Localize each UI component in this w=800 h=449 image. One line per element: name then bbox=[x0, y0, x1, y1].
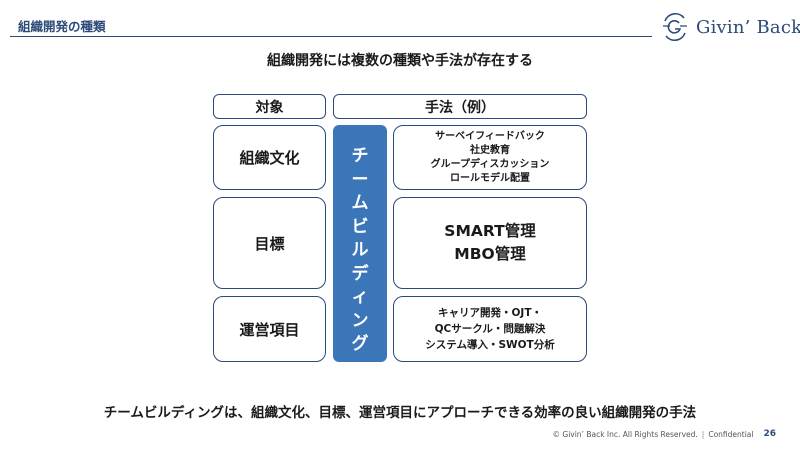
method-item: サーベイフィードバック bbox=[435, 130, 545, 142]
method-item: MBO管理 bbox=[454, 245, 526, 263]
methods-cell-operations: キャリア開発・OJT・ QCサークル・問題解決 システム導入・SWOT分析 bbox=[393, 296, 587, 362]
team-building-char: ビ bbox=[351, 216, 369, 237]
brand-mark-icon bbox=[663, 12, 687, 42]
methods-cell-goals: SMART管理 MBO管理 bbox=[393, 197, 587, 289]
brand-name: Givin’ Back bbox=[696, 16, 800, 38]
team-building-char: ム bbox=[351, 193, 369, 213]
target-cell-goals: 目標 bbox=[213, 197, 326, 289]
footer-separator: | bbox=[701, 429, 705, 439]
brand-logo: Givin’ Back bbox=[660, 12, 800, 42]
method-item: キャリア開発・OJT・ bbox=[438, 307, 542, 319]
copyright-text: © Givin’ Back Inc. All Rights Reserved. bbox=[552, 429, 698, 439]
method-item: QCサークル・問題解決 bbox=[434, 323, 546, 335]
method-item: ロールモデル配置 bbox=[450, 172, 530, 184]
header-target: 対象 bbox=[213, 94, 326, 119]
team-building-char: デ bbox=[351, 263, 369, 284]
footer: © Givin’ Back Inc. All Rights Reserved. … bbox=[553, 429, 777, 439]
page-number: 26 bbox=[763, 429, 776, 439]
methods-cell-organizational-culture: サーベイフィードバック 社史教育 グループディスカッション ロールモデル配置 bbox=[393, 125, 587, 190]
target-cell-organizational-culture: 組織文化 bbox=[213, 125, 326, 190]
method-item: システム導入・SWOT分析 bbox=[425, 339, 555, 351]
team-building-char: ン bbox=[351, 310, 369, 331]
slide-subtitle: 組織開発には複数の種類や手法が存在する bbox=[267, 53, 533, 69]
team-building-char: グ bbox=[351, 334, 369, 354]
team-building-char: ー bbox=[351, 169, 369, 190]
team-building-bar: チ ー ム ビ ル デ ィ ン グ bbox=[333, 125, 387, 362]
target-cell-operations: 運営項目 bbox=[213, 296, 326, 362]
header-method: 手法（例） bbox=[333, 94, 587, 119]
method-item: 社史教育 bbox=[470, 144, 510, 156]
method-item: SMART管理 bbox=[444, 222, 536, 240]
method-item: グループディスカッション bbox=[430, 158, 550, 170]
team-building-char: チ bbox=[351, 146, 369, 166]
header-divider bbox=[10, 36, 652, 37]
page-header-title: 組織開発の種類 bbox=[18, 19, 106, 34]
team-building-char: ィ bbox=[351, 287, 369, 307]
team-building-char: ル bbox=[351, 240, 369, 260]
confidential-label: Confidential bbox=[708, 429, 754, 439]
conclusion-text: チームビルディングは、組織文化、目標、運営項目にアプローチできる効率の良い組織開… bbox=[103, 405, 697, 421]
